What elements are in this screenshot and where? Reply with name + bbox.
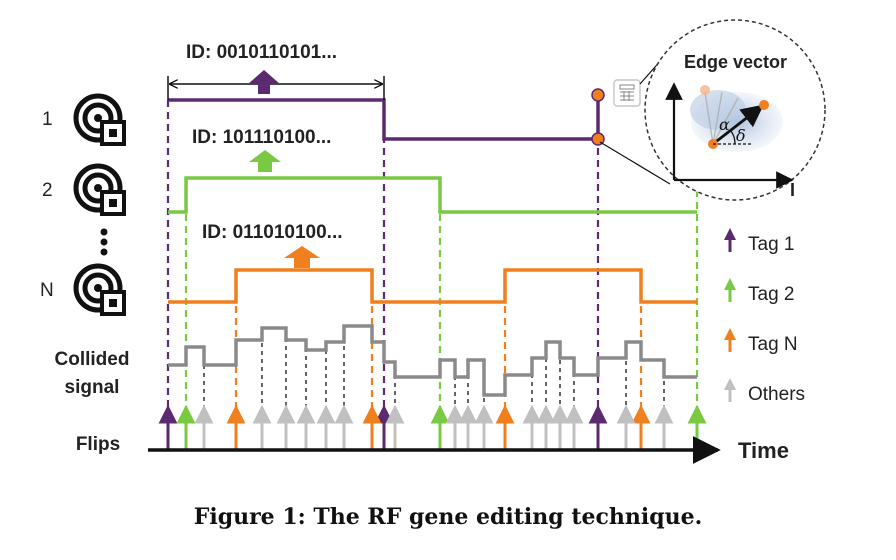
faded-vectors [704,91,739,145]
legend-item-others: Others [724,378,805,405]
tag-2-icon [73,163,126,216]
figure-caption: Figure 1: The RF gene editing technique. [194,504,703,530]
alpha-symbol: α [719,115,730,134]
edge-vector-inset: Edge vector I α δ [644,19,826,201]
delta-symbol: δ [736,126,746,145]
legend: Tag 1 Tag 2 Tag N Others [724,228,805,405]
tag-1-label: 1 [42,109,53,130]
tag-2-id-text: ID: 101110100... [192,127,331,148]
svg-text:Tag N: Tag N [748,334,798,355]
tag-n-id-arrow [284,246,320,268]
tag-n-waveform [168,268,697,304]
flips-label: Flips [76,434,120,455]
collided-label-line1: Collided [55,349,130,370]
tag-2-id-arrow [249,150,281,172]
edge-point-high [591,88,605,102]
collided-label-line2: signal [65,377,120,398]
calculator-icon [613,79,641,107]
vertical-ellipsis-icon [100,228,108,256]
tag-n-label: N [40,280,54,301]
zoom-connector-bottom [599,141,671,185]
inset-title: Edge vector [684,52,787,72]
tag-n-id-text: ID: 011010100... [202,222,343,243]
tag-1-id-arrow [248,70,280,94]
legend-item-tag-2: Tag 2 [724,278,794,305]
svg-text:Tag 2: Tag 2 [748,284,794,305]
tag-1-icon [73,93,126,146]
collided-signal-waveform [168,324,697,397]
legend-item-tag-n: Tag N [724,328,798,355]
legend-item-tag-1: Tag 1 [724,228,794,255]
flip-arrows [158,404,707,450]
svg-text:Others: Others [748,384,805,405]
time-axis-label: Time [738,438,789,463]
tag-1-waveform [168,95,600,141]
tag-n-icon [73,263,126,316]
svg-text:Tag 1: Tag 1 [748,234,794,255]
inset-i-axis-label: I [790,180,795,200]
tag-2-label: 2 [42,180,53,201]
tag-2-waveform [168,176,697,214]
edge-vector-arrow [712,104,764,146]
tag-1-id-text: ID: 0010110101... [186,42,337,63]
